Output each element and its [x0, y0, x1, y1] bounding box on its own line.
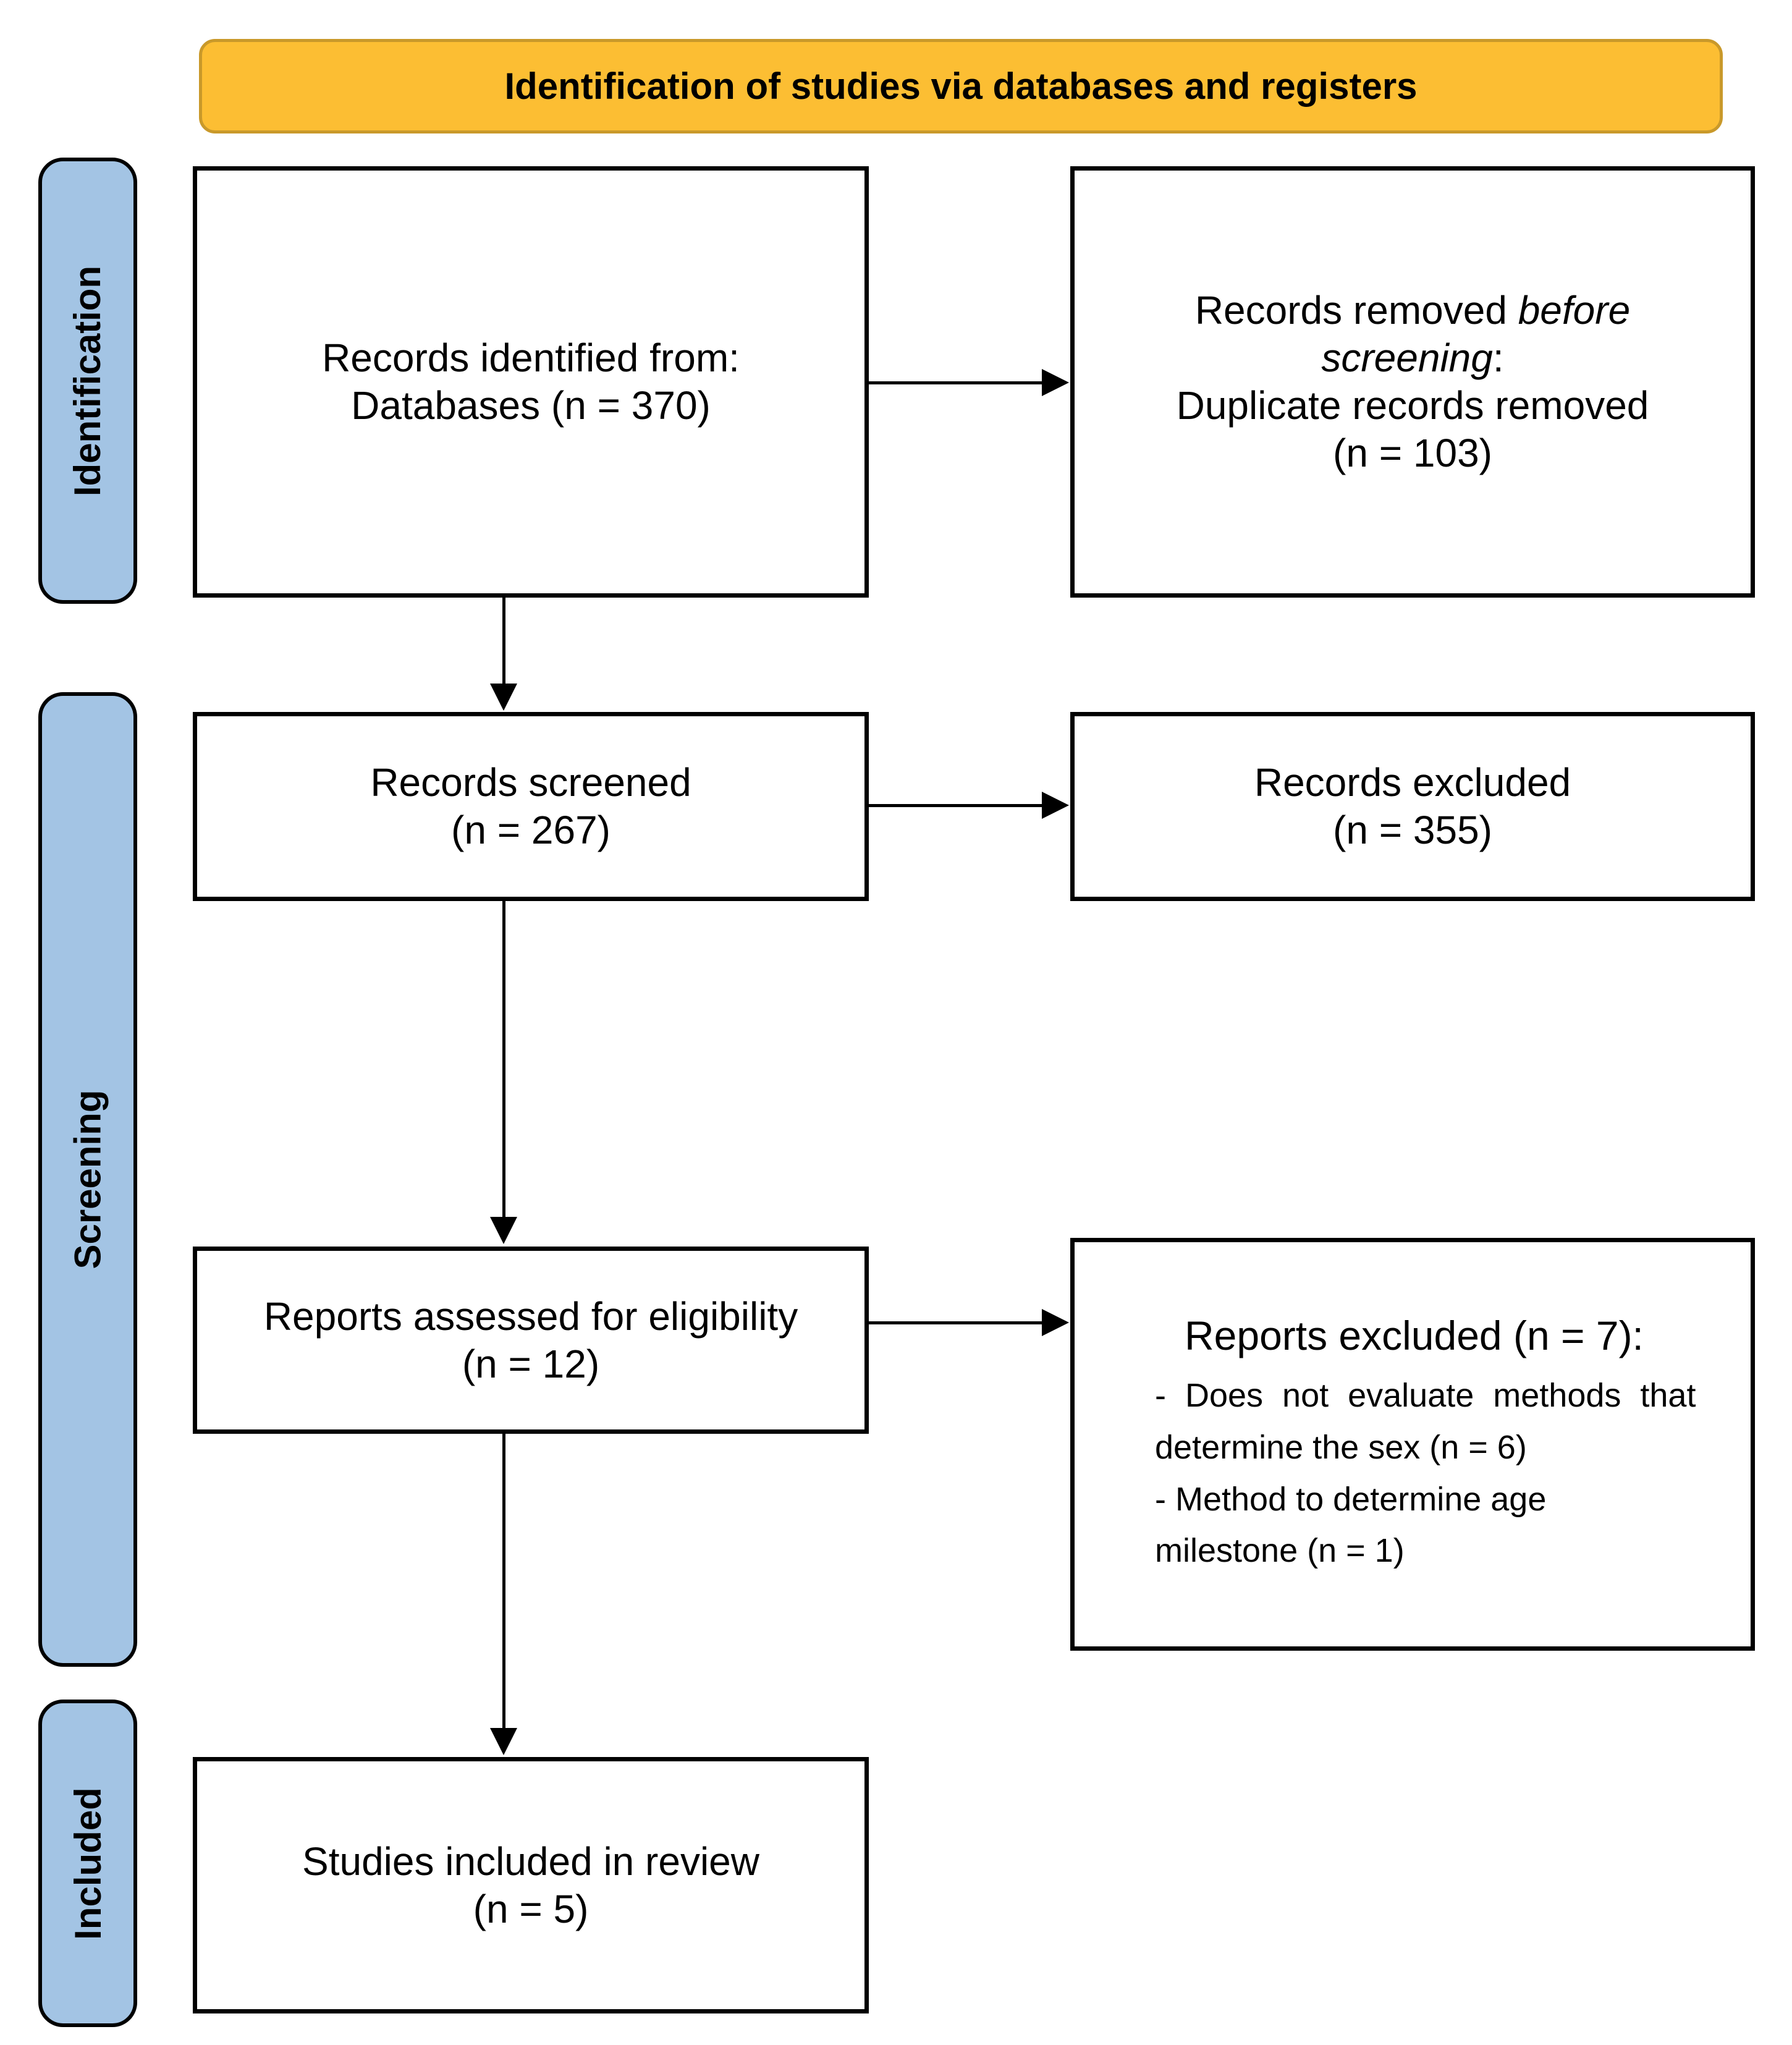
arrow-assessed-to-included-head	[490, 1728, 517, 1755]
sidebar-identification: Identification	[38, 158, 137, 604]
arrow-identified-to-removed-head	[1042, 369, 1069, 396]
arrow-identified-to-removed-line	[869, 381, 1043, 384]
records-screened-line1: Records screened	[370, 760, 691, 805]
records-removed-line2: screening:	[1321, 336, 1504, 381]
reports-excluded-reason2-line1: - Method to determine age	[1155, 1480, 1547, 1518]
records-excluded-line2: (n = 355)	[1333, 808, 1492, 852]
records-identified-line2: Databases (n = 370)	[351, 383, 711, 428]
reports-assessed-line2: (n = 12)	[462, 1341, 600, 1386]
reports-assessed-line1: Reports assessed for eligibility	[263, 1293, 798, 1339]
records-removed-line1: Records removed before	[1194, 288, 1631, 333]
arrow-screened-to-assessed-line	[502, 901, 505, 1218]
reports-excluded-title: Reports excluded (n = 7):	[1185, 1313, 1644, 1359]
box-reports-excluded: Reports excluded (n = 7): - Does not eva…	[1070, 1238, 1755, 1651]
reports-excluded-reason1-line2: determine the sex (n = 6)	[1155, 1428, 1527, 1466]
box-records-removed: Records removed before screening: Duplic…	[1070, 166, 1755, 598]
box-records-screened: Records screened (n = 267)	[193, 712, 869, 901]
arrow-assessed-to-included-line	[502, 1434, 505, 1729]
reports-excluded-reason1-line1: - Does not evaluate methods that	[1155, 1377, 1696, 1415]
arrow-identified-to-screened-head	[490, 684, 517, 711]
sidebar-included: Included	[38, 1700, 137, 2027]
arrow-screened-to-excluded-head	[1042, 792, 1069, 819]
box-records-excluded: Records excluded (n = 355)	[1070, 712, 1755, 901]
box-records-identified: Records identified from: Databases (n = …	[193, 166, 869, 598]
arrow-assessed-to-reports-excluded-line	[869, 1321, 1043, 1324]
sidebar-screening-label: Screening	[67, 1090, 109, 1269]
sidebar-included-label: Included	[67, 1787, 109, 1940]
records-identified-line1: Records identified from:	[322, 336, 740, 381]
banner: Identification of studies via databases …	[199, 39, 1723, 133]
studies-included-line2: (n = 5)	[473, 1886, 589, 1931]
studies-included-line1: Studies included in review	[302, 1839, 759, 1884]
box-reports-assessed: Reports assessed for eligibility (n = 12…	[193, 1247, 869, 1434]
arrow-assessed-to-reports-excluded-head	[1042, 1309, 1069, 1336]
records-screened-line2: (n = 267)	[451, 808, 611, 852]
banner-label: Identification of studies via databases …	[504, 66, 1418, 107]
sidebar-identification-label: Identification	[67, 265, 109, 496]
records-removed-line4: (n = 103)	[1333, 430, 1492, 475]
arrow-identified-to-screened-line	[502, 598, 505, 685]
box-studies-included: Studies included in review (n = 5)	[193, 1757, 869, 2013]
arrow-screened-to-assessed-head	[490, 1217, 517, 1244]
arrow-screened-to-excluded-line	[869, 804, 1043, 807]
records-removed-line3: Duplicate records removed	[1176, 383, 1649, 428]
records-excluded-line1: Records excluded	[1254, 760, 1571, 805]
reports-excluded-reason2-line2: milestone (n = 1)	[1155, 1532, 1405, 1570]
sidebar-screening: Screening	[38, 692, 137, 1667]
